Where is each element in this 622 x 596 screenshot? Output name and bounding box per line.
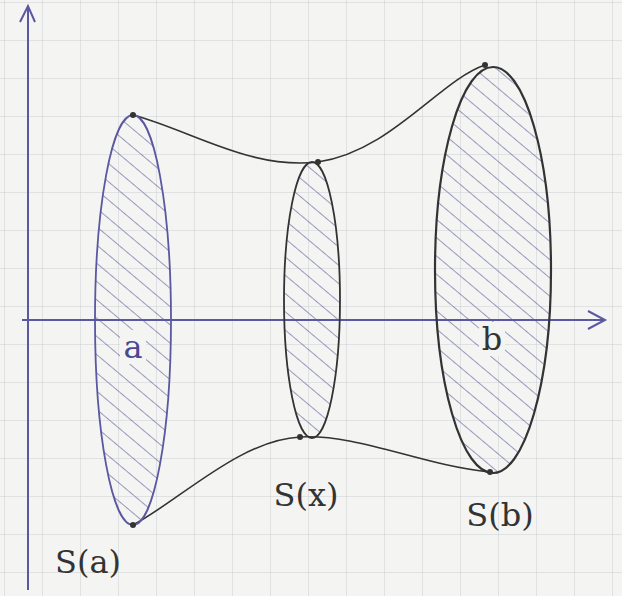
- section-label: S(x): [271, 478, 342, 512]
- axis-point-label: a: [120, 330, 145, 364]
- axis-point-label: b: [479, 322, 505, 356]
- cross-sections: [95, 67, 551, 525]
- points: [130, 62, 493, 528]
- section-label: S(a): [52, 545, 124, 579]
- axes: [20, 6, 605, 590]
- section-label: S(b): [463, 498, 536, 532]
